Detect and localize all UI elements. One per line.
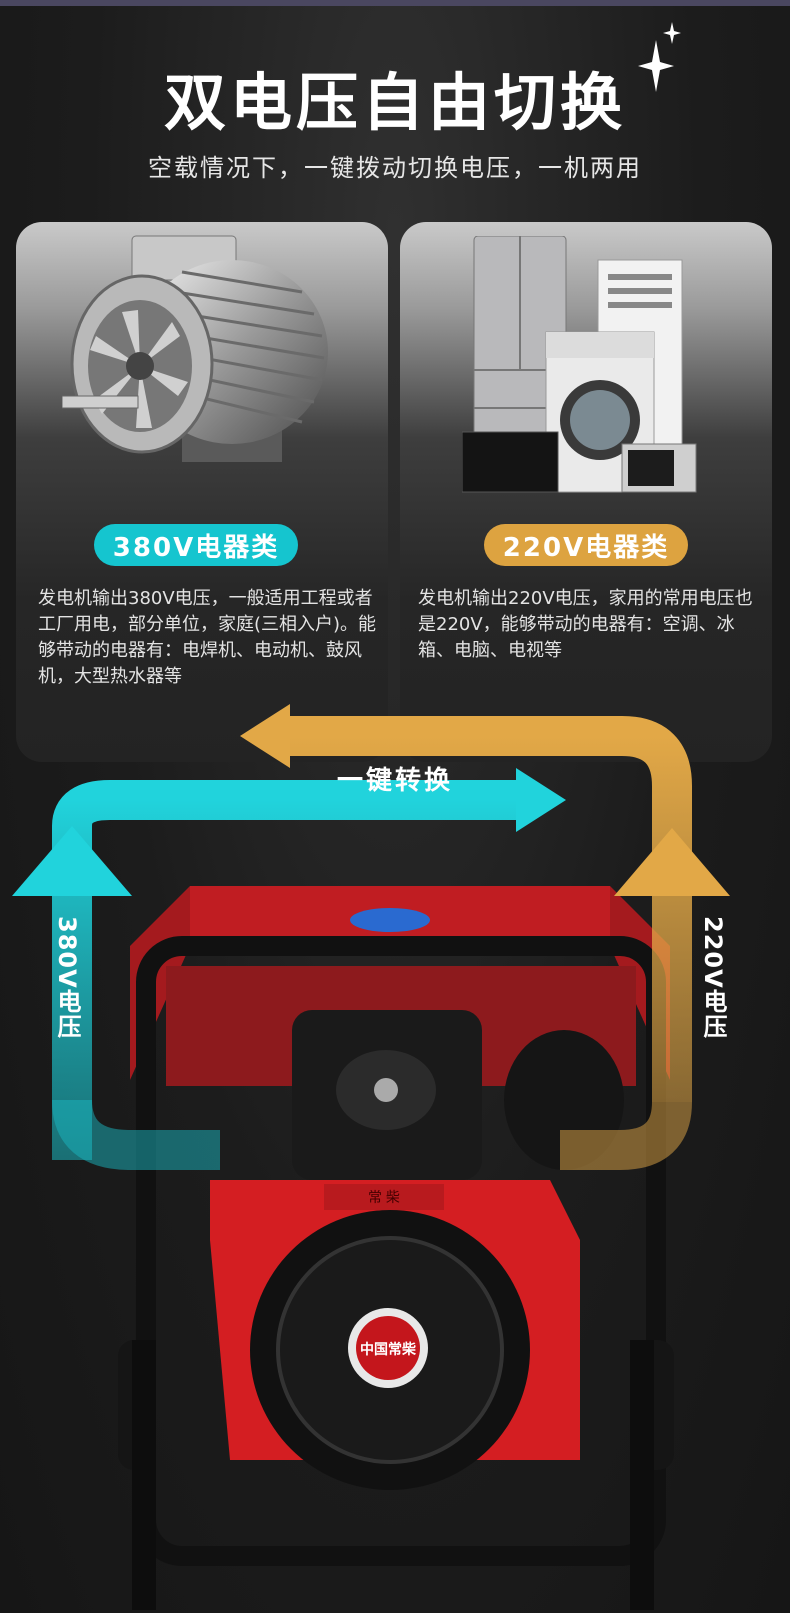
generator-plate-text: 常 柴	[368, 1189, 400, 1205]
description-380v: 发电机输出380V电压，一般适用工程或者工厂用电，部分单位，家庭(三相入户)。能…	[38, 588, 377, 687]
diesel-generator-image: 常 柴 中国常柴	[118, 886, 674, 1610]
electric-motor-image	[62, 235, 328, 462]
top-bar	[0, 0, 790, 6]
badge-220v: 220V电器类	[484, 524, 688, 566]
description-220v: 发电机输出220V电压，家用的常用电压也是220V，能够带动的电器有：空调、冰箱…	[418, 588, 753, 661]
badge-380v: 380V电器类	[94, 524, 298, 566]
gold-left-arrowhead	[240, 704, 290, 768]
switch-arrows	[12, 704, 730, 1170]
sparkle-icon	[638, 22, 681, 92]
cyan-up-arrowhead	[12, 826, 132, 896]
cyan-right-arrowhead	[516, 768, 566, 832]
generator-seal-text: 中国常柴	[360, 1341, 417, 1358]
page-subtitle: 空载情况下，一键拨动切换电压，一机两用	[148, 154, 642, 182]
switch-label: 一键转换	[336, 766, 453, 796]
arrow-label-380v: 380V电压	[53, 916, 81, 1039]
gold-up-arrowhead	[614, 828, 730, 896]
page-title: 双电压自由切换	[163, 66, 626, 139]
arrow-label-220v: 220V电压	[699, 916, 727, 1039]
household-appliances-image	[462, 236, 697, 493]
